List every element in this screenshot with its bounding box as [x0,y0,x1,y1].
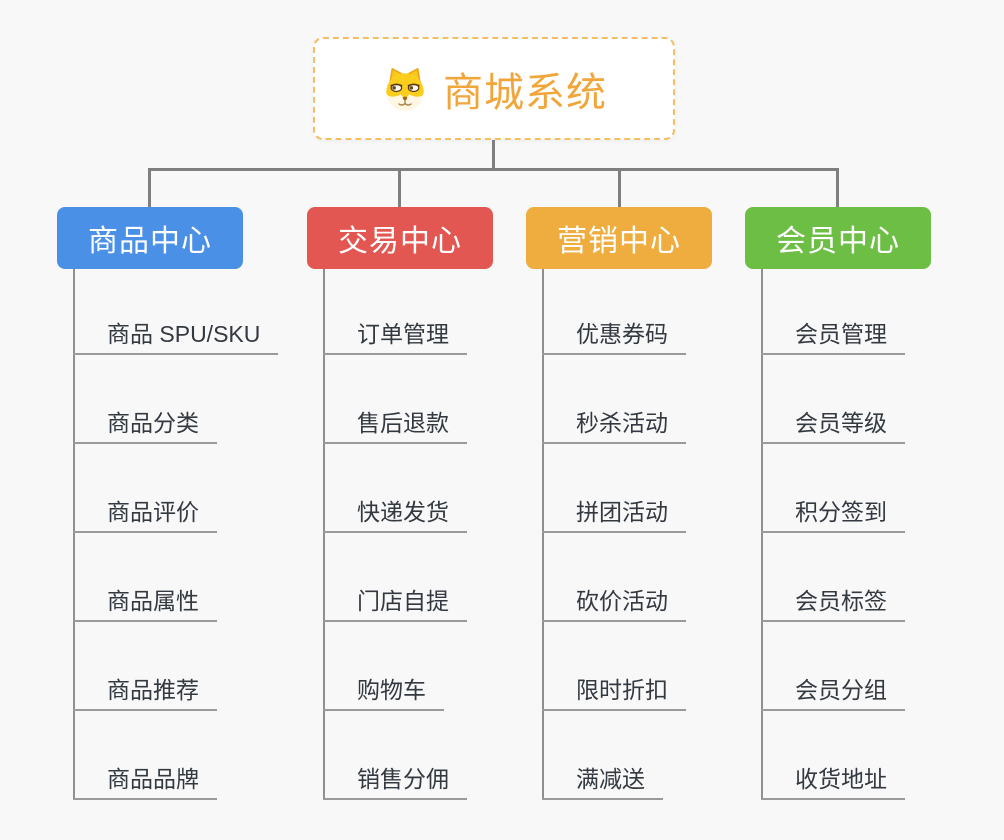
branch-trade: 交易中心 订单管理 售后退款 快递发货 门店自提 购物车 销售分佣 [307,207,559,807]
branch-header-label: 会员中心 [776,225,900,258]
branch-header-products[interactable]: 商品中心 [57,207,243,269]
connector-drop-members [836,168,839,207]
tree-item[interactable]: 售后退款 [323,408,467,444]
tree-item[interactable]: 拼团活动 [542,497,686,533]
tree-item[interactable]: 会员标签 [761,586,905,622]
tree-item[interactable]: 门店自提 [323,586,467,622]
branch-header-label: 营销中心 [557,225,681,258]
connector-drop-marketing [618,168,621,207]
tree-item[interactable]: 秒杀活动 [542,408,686,444]
tree-item[interactable]: 积分签到 [761,497,905,533]
branch-trunk-line [542,269,544,800]
tree-item[interactable]: 销售分佣 [323,764,467,800]
tree-item[interactable]: 会员分组 [761,675,905,711]
branch-header-trade[interactable]: 交易中心 [307,207,493,269]
branch-header-marketing[interactable]: 营销中心 [526,207,712,269]
connector-drop-trade [398,168,401,207]
tree-item[interactable]: 商品属性 [73,586,217,622]
tree-item[interactable]: 商品品牌 [73,764,217,800]
tree-item[interactable]: 会员管理 [761,319,905,355]
tree-item[interactable]: 限时折扣 [542,675,686,711]
branch-trunk-line [73,269,75,800]
root-node[interactable]: 商城系统 [313,37,675,140]
tree-item[interactable]: 优惠券码 [542,319,686,355]
tree-item[interactable]: 快递发货 [323,497,467,533]
branch-header-label: 交易中心 [338,225,462,258]
branch-trunk-line [761,269,763,800]
branch-members: 会员中心 会员管理 会员等级 积分签到 会员标签 会员分组 收货地址 [745,207,997,807]
root-title: 商城系统 [443,70,607,115]
tree-item[interactable]: 商品分类 [73,408,217,444]
tree-item[interactable]: 商品推荐 [73,675,217,711]
branch-marketing: 营销中心 优惠券码 秒杀活动 拼团活动 砍价活动 限时折扣 满减送 [526,207,778,807]
tree-item[interactable]: 商品 SPU/SKU [73,319,279,355]
branch-header-label: 商品中心 [88,225,212,258]
tree-item[interactable]: 砍价活动 [542,586,686,622]
branch-trunk-line [323,269,325,800]
branch-products: 商品中心 商品 SPU/SKU 商品分类 商品评价 商品属性 商品推荐 商品品牌 [57,207,309,807]
branch-header-members[interactable]: 会员中心 [745,207,931,269]
tree-item[interactable]: 商品评价 [73,497,217,533]
tree-item[interactable]: 收货地址 [761,764,905,800]
tree-item[interactable]: 满减送 [542,764,663,800]
tree-item[interactable]: 购物车 [323,675,444,711]
tree-item[interactable]: 会员等级 [761,408,905,444]
dog-icon [381,66,429,112]
tree-item[interactable]: 订单管理 [323,319,467,355]
connector-drop-products [148,168,151,207]
connector-horizontal-line [149,168,839,171]
connector-root-stub [492,140,495,168]
